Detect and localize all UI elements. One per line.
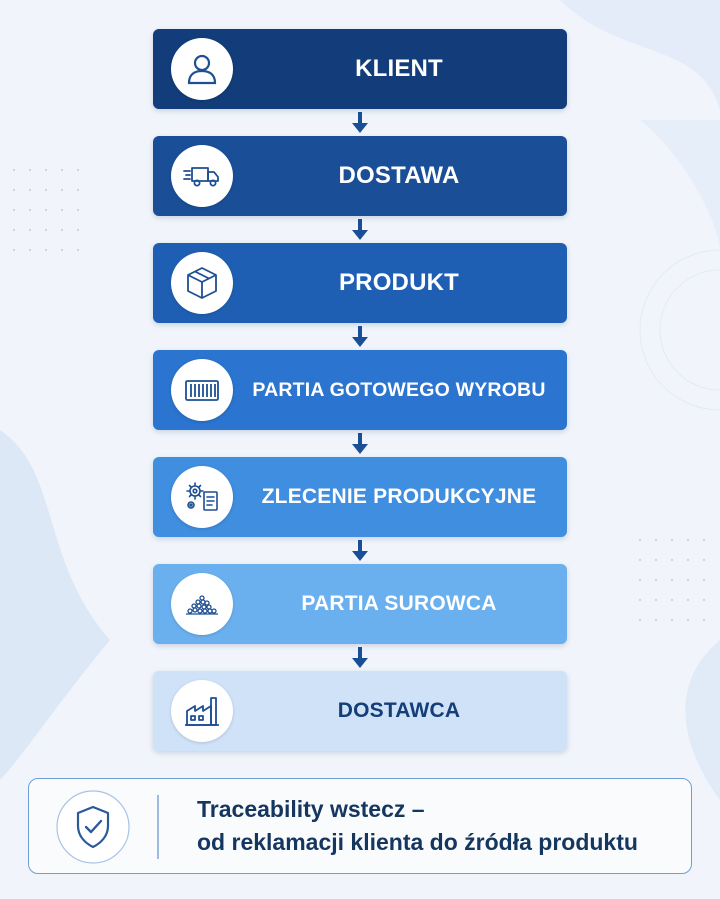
footer-line-2: od reklamacji klienta do źródła produktu: [197, 829, 638, 855]
gears-document-icon: [171, 466, 233, 528]
footer-line-1: Traceability wstecz –: [197, 796, 425, 822]
step-label: PARTIA SUROWCA: [301, 592, 497, 615]
footer-banner: Traceability wstecz – od reklamacji klie…: [28, 778, 692, 874]
flow-arrow: [153, 644, 567, 671]
flow-arrow: [153, 109, 567, 136]
traceability-flow: KLIENT DOSTAWA: [153, 29, 567, 751]
step-label: PRODUKT: [338, 269, 460, 296]
step-label: DOSTAWA: [338, 162, 460, 189]
step-produkt: PRODUKT: [153, 243, 567, 323]
step-label: ZLECENIE PRODUKCYJNE: [261, 485, 537, 508]
step-partia-surowca: PARTIA SUROWCA: [153, 564, 567, 644]
delivery-truck-icon: [171, 145, 233, 207]
step-partia-gotowego-wyrobu: PARTIA GOTOWEGO WYROBU: [153, 350, 567, 430]
step-label: KLIENT: [355, 55, 443, 82]
factory-icon: [171, 680, 233, 742]
flow-arrow: [153, 430, 567, 457]
step-label: PARTIA GOTOWEGO WYROBU: [252, 378, 546, 401]
step-label: DOSTAWCA: [337, 699, 461, 722]
flow-arrow: [153, 537, 567, 564]
container-icon: [171, 359, 233, 421]
granules-pile-icon: [171, 573, 233, 635]
step-zlecenie-produkcyjne: ZLECENIE PRODUKCYJNE: [153, 457, 567, 537]
flow-arrow: [153, 323, 567, 350]
footer-text: Traceability wstecz – od reklamacji klie…: [197, 793, 681, 859]
step-dostawca: DOSTAWCA: [153, 671, 567, 751]
flow-arrow: [153, 216, 567, 243]
step-klient: KLIENT: [153, 29, 567, 109]
box-icon: [171, 252, 233, 314]
shield-check-icon: [55, 789, 131, 865]
footer-divider: [157, 795, 159, 859]
user-icon: [171, 38, 233, 100]
step-dostawa: DOSTAWA: [153, 136, 567, 216]
